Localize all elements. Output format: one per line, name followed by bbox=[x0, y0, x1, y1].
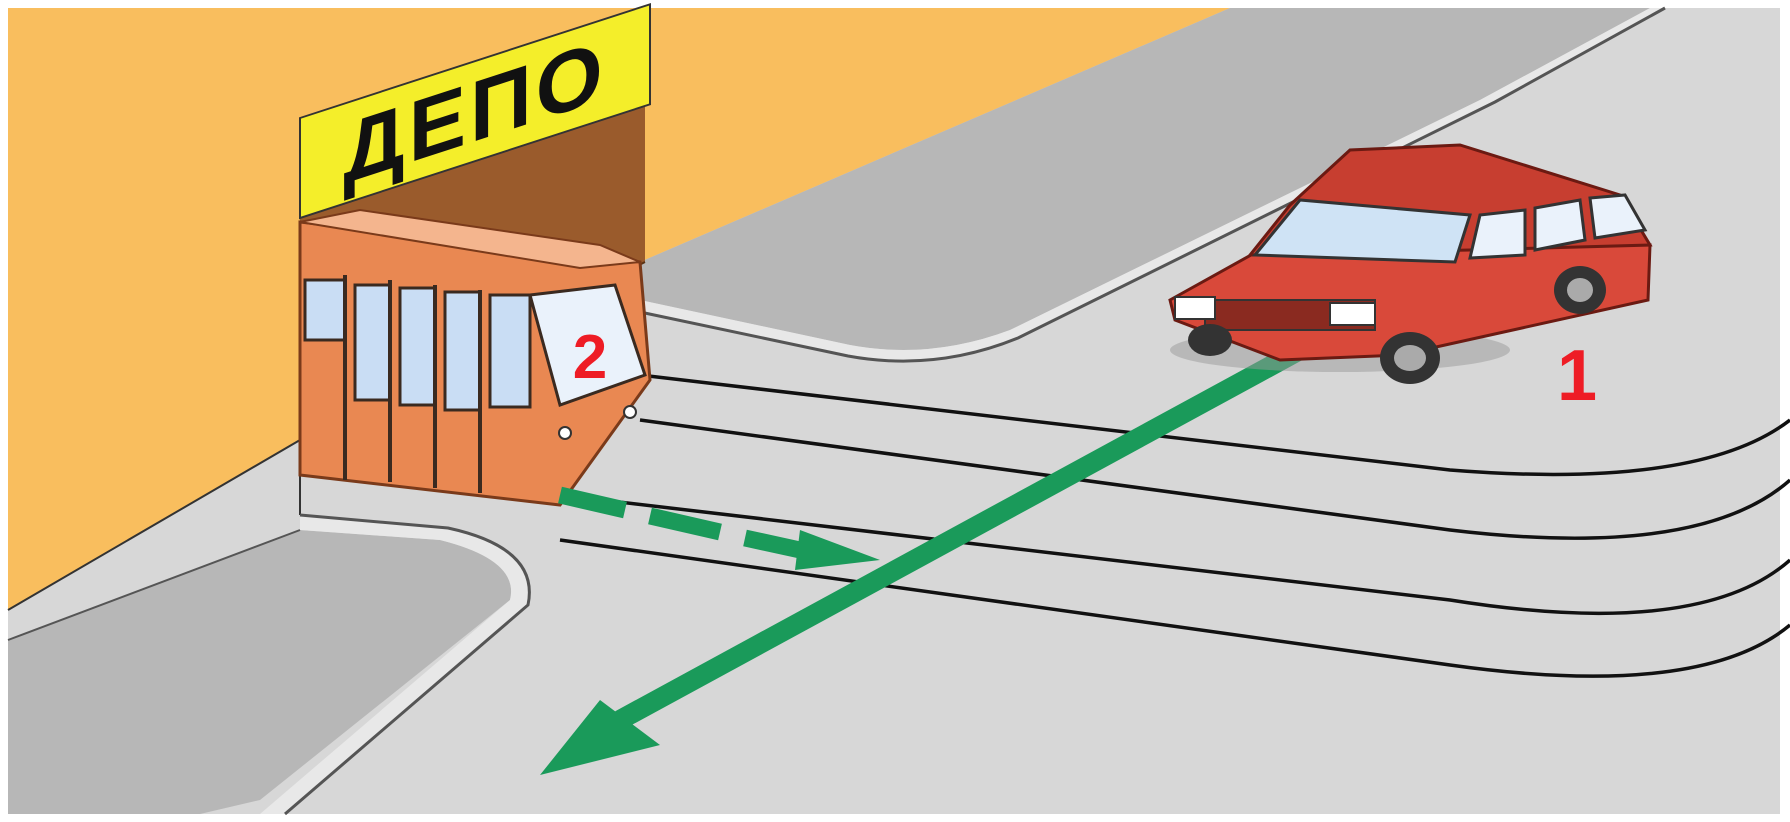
car-label: 1 bbox=[1557, 336, 1597, 416]
tram-label: 2 bbox=[573, 323, 607, 392]
tram-headlight bbox=[559, 427, 571, 439]
tram-headlight bbox=[624, 406, 636, 418]
car-headlight bbox=[1330, 303, 1375, 325]
car-headlight bbox=[1175, 297, 1215, 319]
